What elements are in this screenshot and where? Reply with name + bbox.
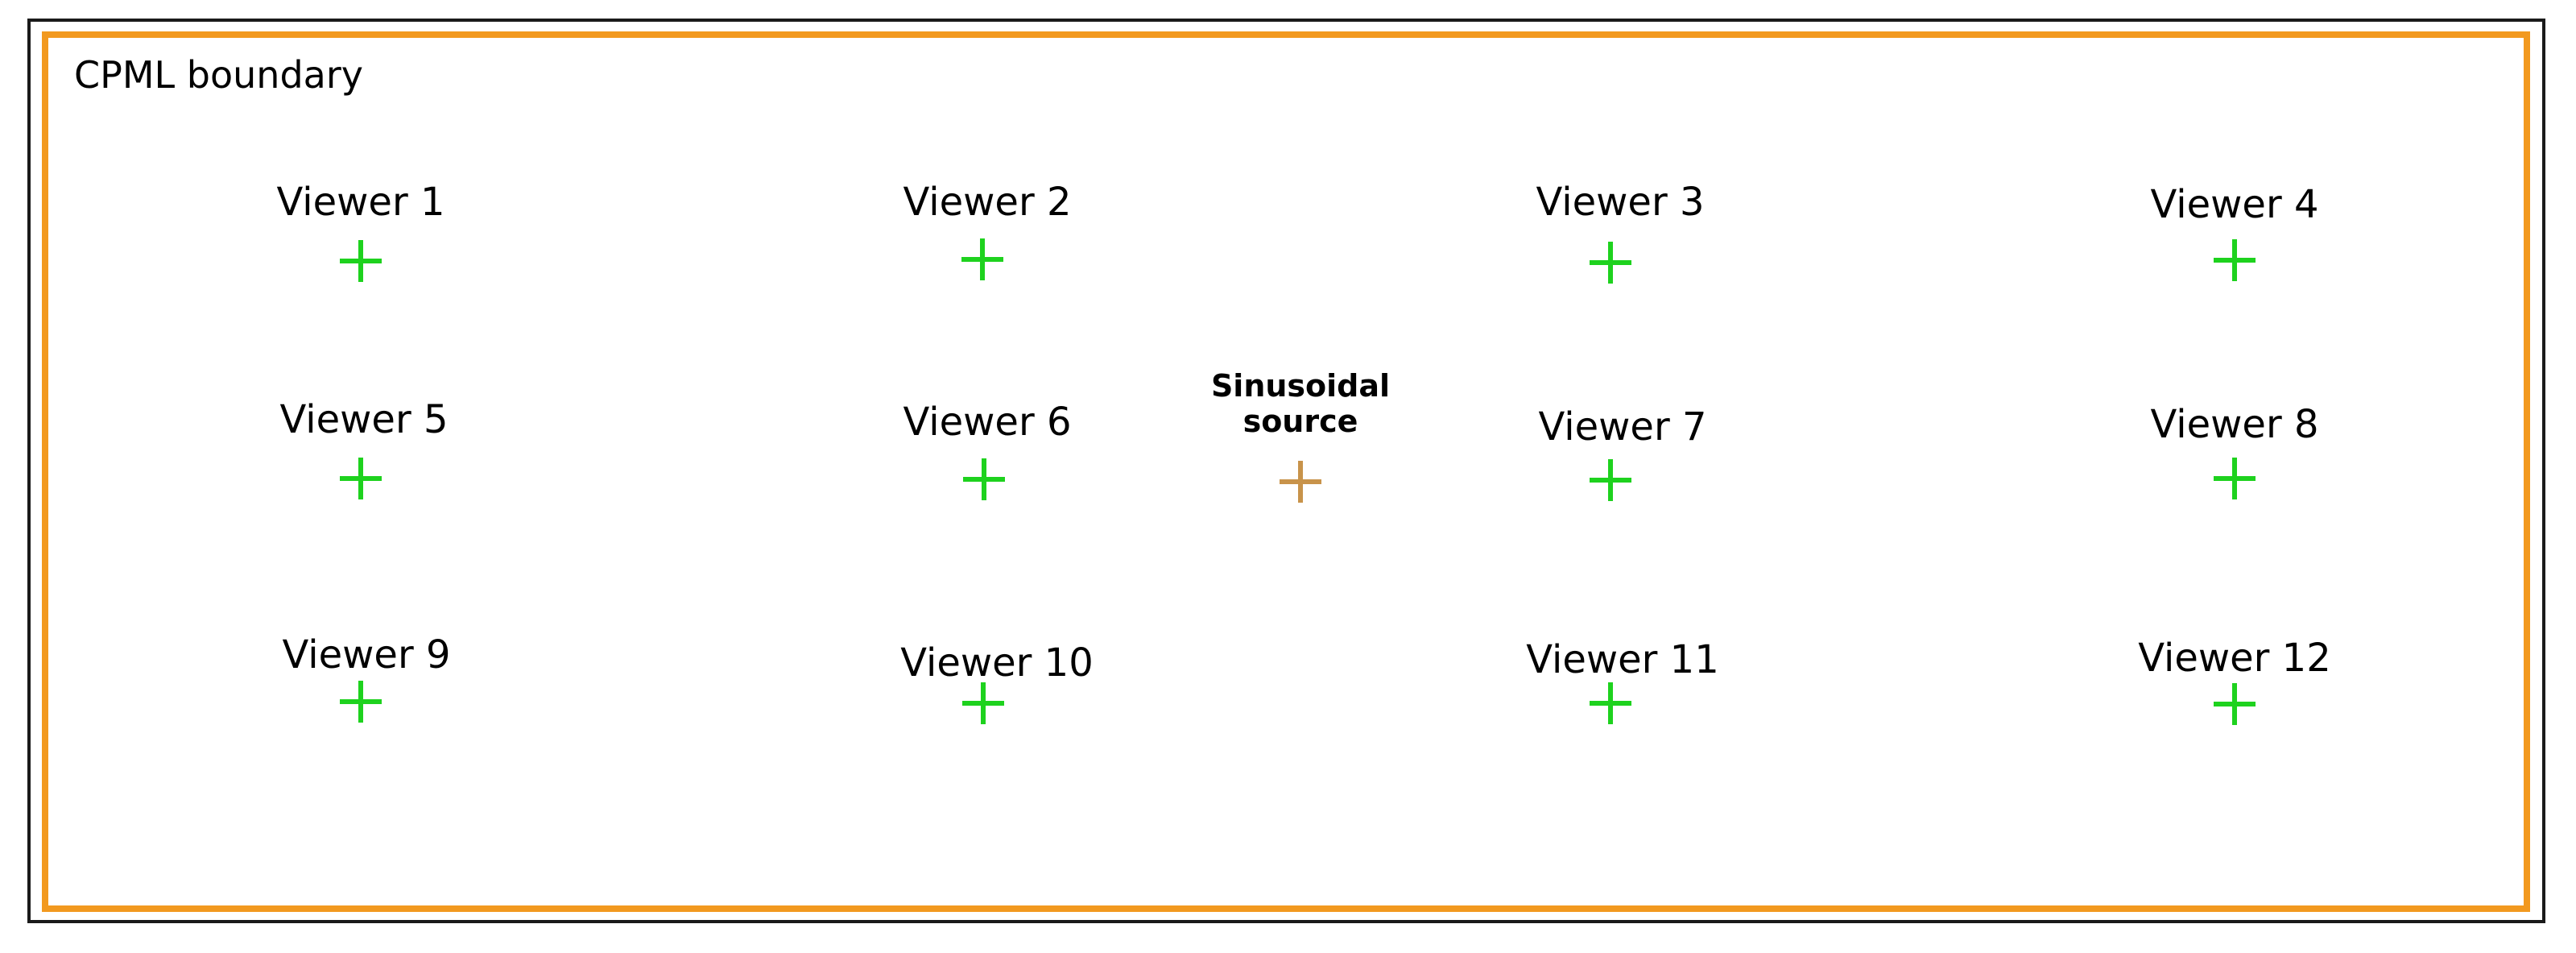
viewer-marker-icon-5: [340, 458, 382, 499]
viewer-marker-icon-6: [963, 458, 1005, 500]
viewer-label-7: Viewer 7: [1538, 404, 1707, 450]
cpml-boundary: [42, 31, 2530, 912]
viewer-marker-icon-2: [961, 238, 1003, 280]
viewer-marker-icon-3: [1590, 242, 1631, 284]
viewer-label-11: Viewer 11: [1526, 637, 1719, 682]
viewer-marker-icon-4: [2214, 239, 2256, 281]
viewer-marker-icon-1: [340, 240, 382, 282]
source-label-line2: source: [1243, 403, 1358, 439]
viewer-label-5: Viewer 5: [279, 397, 449, 442]
viewer-marker-icon-10: [962, 682, 1004, 724]
outer-frame: [27, 19, 2545, 923]
viewer-label-1: Viewer 1: [276, 180, 445, 225]
viewer-label-8: Viewer 8: [2150, 402, 2319, 447]
source-label-line1: Sinusoidal: [1210, 368, 1391, 404]
viewer-label-4: Viewer 4: [2150, 182, 2319, 227]
viewer-label-9: Viewer 9: [282, 632, 451, 677]
viewer-marker-icon-7: [1590, 459, 1631, 501]
viewer-label-6: Viewer 6: [903, 400, 1072, 445]
cpml-boundary-label: CPML boundary: [74, 53, 363, 97]
source-label: Sinusoidal source: [1210, 368, 1391, 439]
viewer-label-2: Viewer 2: [903, 180, 1072, 225]
viewer-label-3: Viewer 3: [1536, 180, 1705, 225]
viewer-marker-icon-9: [340, 681, 382, 723]
viewer-marker-icon-8: [2214, 458, 2256, 499]
source-marker-icon: [1280, 461, 1321, 503]
viewer-marker-icon-11: [1590, 682, 1631, 724]
viewer-label-12: Viewer 12: [2138, 636, 2331, 681]
viewer-marker-icon-12: [2214, 683, 2256, 725]
viewer-label-10: Viewer 10: [900, 640, 1094, 686]
